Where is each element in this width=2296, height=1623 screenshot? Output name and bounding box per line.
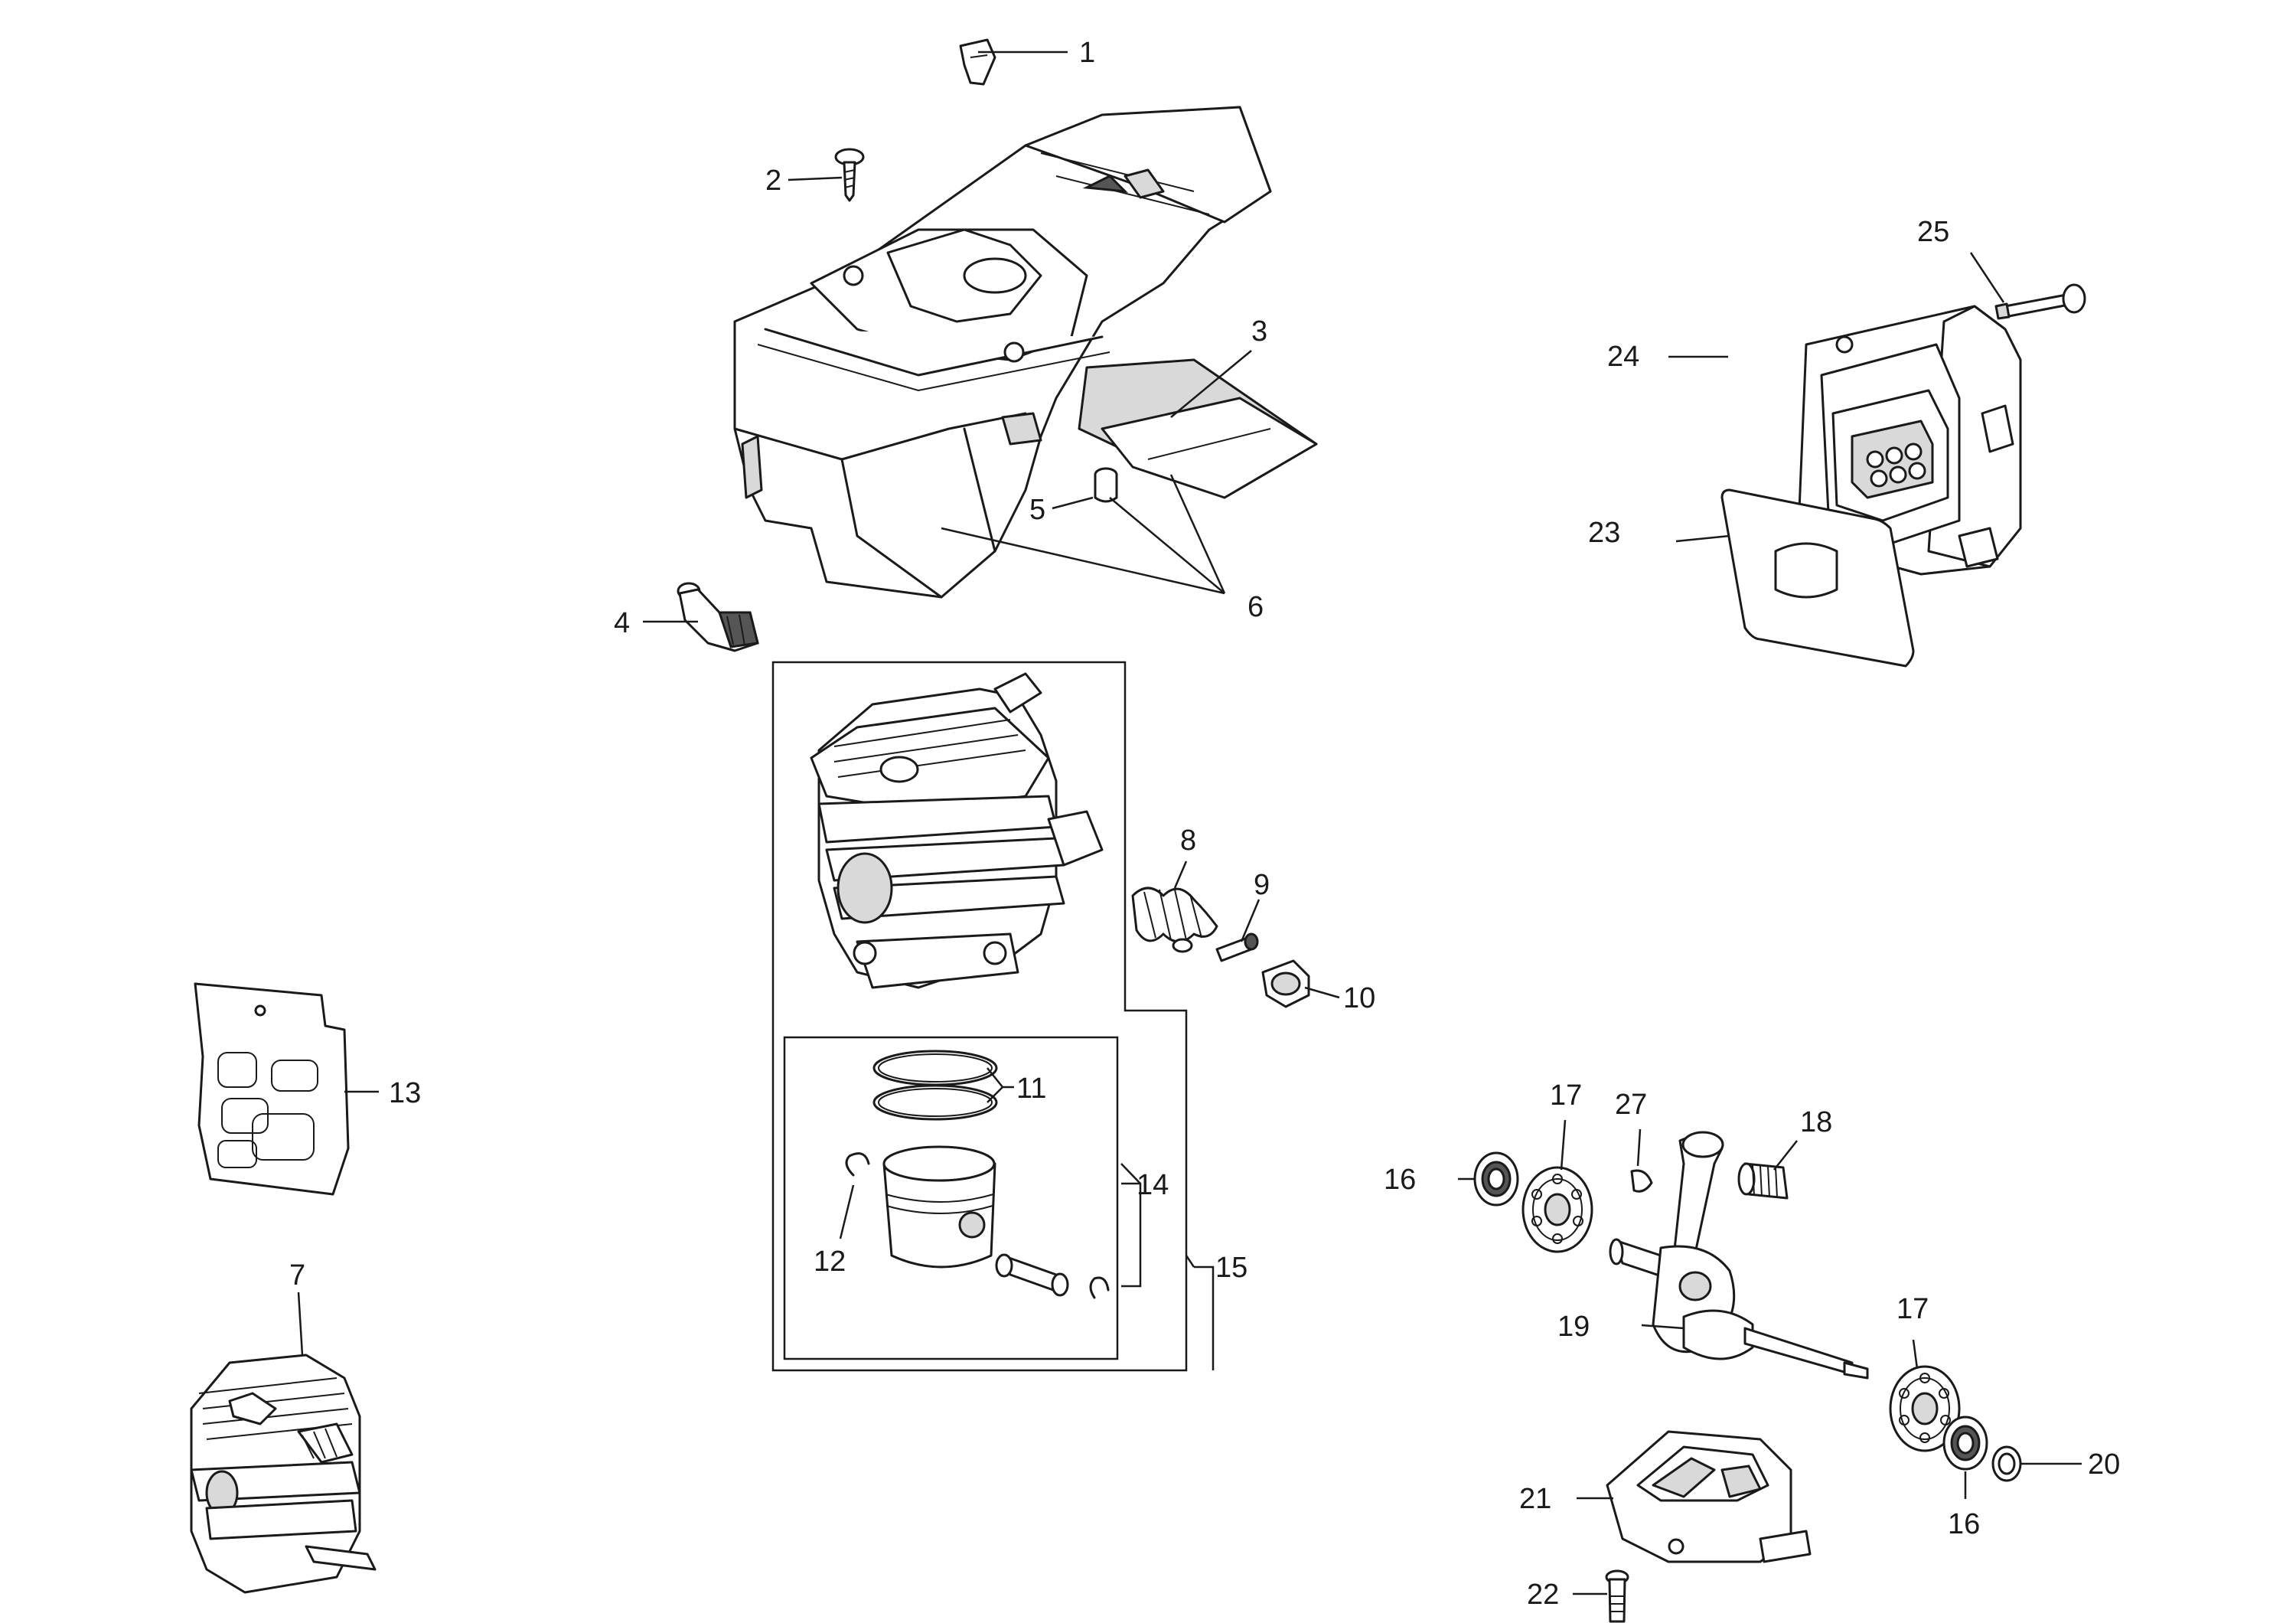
gasket-part-23 (1720, 488, 1915, 668)
piston-drawing (882, 1145, 996, 1269)
callout-13: 13 (389, 1077, 421, 1109)
spark-plug-boot-part-4 (677, 582, 759, 652)
callout-8: 8 (1180, 825, 1196, 857)
valve-part-10 (1261, 959, 1310, 1008)
callout-6: 6 (1247, 591, 1264, 623)
bearing-part-17-left (1521, 1166, 1593, 1253)
callout-5: 5 (1029, 494, 1045, 526)
assembly-frame-15 (771, 661, 1188, 1372)
plug-part-5 (1094, 467, 1118, 503)
muffler-part-24 (1797, 305, 2022, 576)
clip-part-1 (959, 38, 996, 86)
engine-shroud (733, 106, 1272, 599)
seal-part-16-right (1942, 1416, 1988, 1471)
key-part-27 (1630, 1169, 1653, 1193)
washer-part-20 (1991, 1445, 2022, 1482)
needle-bearing-part-18 (1737, 1162, 1789, 1200)
callout-labels: 1 2 3 4 5 6 7 8 9 10 11 12 13 14 15 16 1… (289, 37, 2120, 1611)
callout-20: 20 (2088, 1448, 2120, 1481)
callout-24: 24 (1607, 341, 1639, 373)
callout-2: 2 (765, 165, 781, 197)
piston-pin-drawing (995, 1253, 1069, 1297)
callout-3: 3 (1251, 315, 1267, 348)
callout-1: 1 (1079, 37, 1095, 69)
callout-11: 11 (1016, 1073, 1046, 1105)
gasket-set-part-13 (194, 982, 350, 1196)
bolt-part-25 (1994, 283, 2086, 320)
callout-22: 22 (1527, 1579, 1559, 1611)
callout-21: 21 (1519, 1483, 1551, 1515)
callout-17-left: 17 (1550, 1079, 1582, 1112)
callout-19: 19 (1557, 1311, 1590, 1343)
callout-10: 10 (1343, 982, 1375, 1014)
bolt-part-22 (1605, 1569, 1629, 1623)
screw-part-9 (1215, 932, 1259, 962)
callout-14: 14 (1137, 1169, 1169, 1201)
callout-7: 7 (289, 1259, 305, 1292)
callout-12: 12 (814, 1246, 846, 1278)
piston-rings-part-11 (872, 1050, 998, 1121)
callout-16-right: 16 (1948, 1508, 1980, 1540)
callout-23: 23 (1588, 517, 1620, 549)
assembly-frame-14 (783, 1036, 1119, 1360)
callout-16-left: 16 (1384, 1164, 1416, 1196)
crankcase-part-21 (1606, 1430, 1812, 1563)
circlip-part-12 (845, 1152, 1110, 1299)
cylinder-complete-part-7 (190, 1354, 377, 1594)
sheet-part-3 (1078, 358, 1318, 499)
callout-18: 18 (1800, 1106, 1832, 1138)
crankshaft-part-19 (1609, 1131, 1869, 1380)
callout-25: 25 (1917, 216, 1949, 248)
callout-15: 15 (1215, 1252, 1247, 1284)
cylinder-drawing (810, 672, 1104, 989)
screw-part-2 (834, 148, 865, 202)
spring-part-8 (1131, 887, 1218, 953)
callout-4: 4 (614, 607, 630, 639)
callout-9: 9 (1254, 869, 1270, 901)
seal-part-16-left (1473, 1151, 1519, 1207)
callout-17-right: 17 (1896, 1293, 1929, 1325)
callout-27: 27 (1615, 1089, 1647, 1121)
bearing-part-17-right (1889, 1365, 1961, 1452)
leader-lines (297, 51, 2082, 1595)
